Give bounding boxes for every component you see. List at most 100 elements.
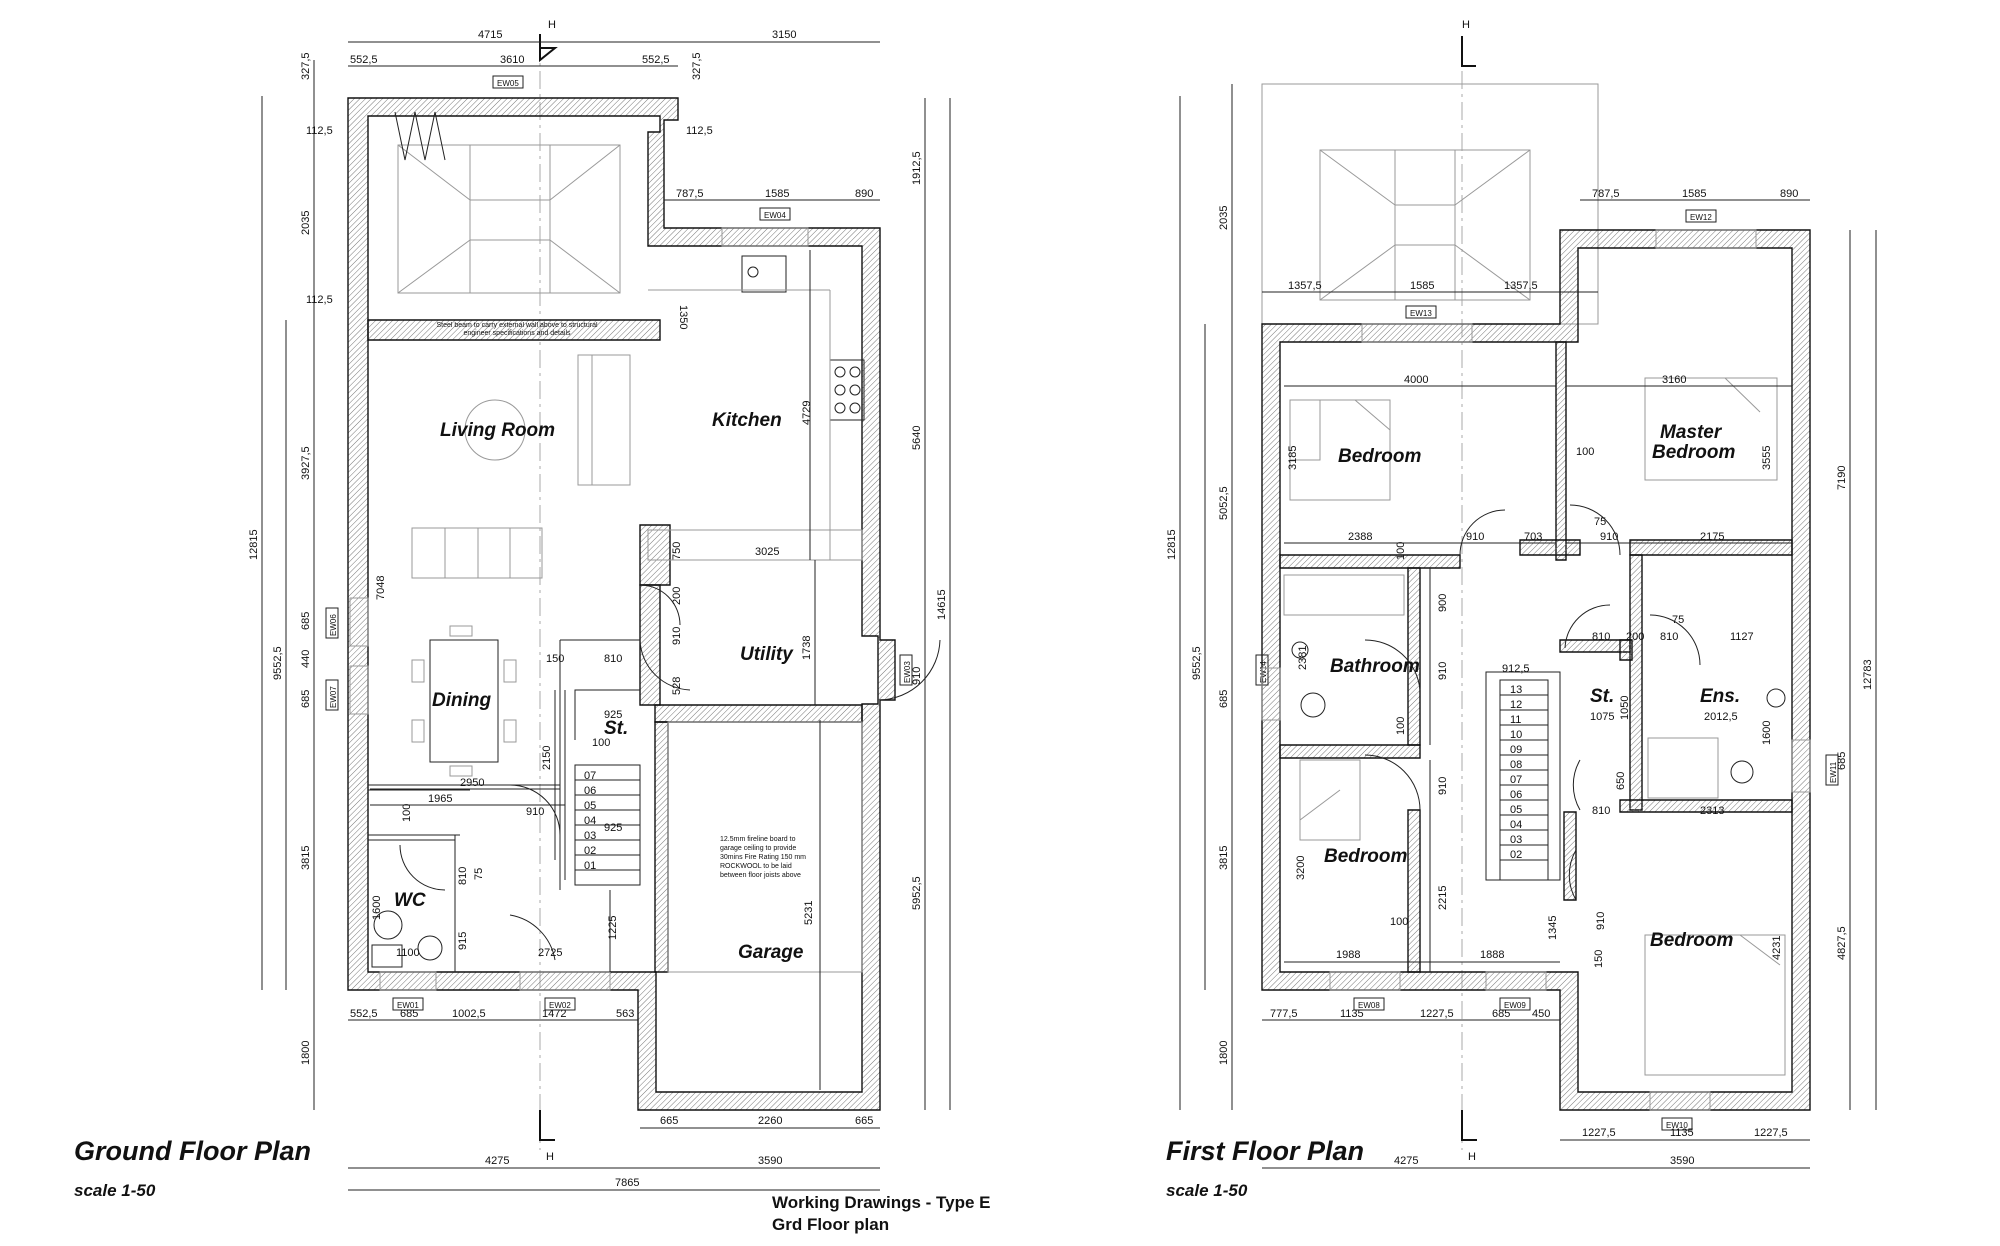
garage-ground [667, 721, 863, 1093]
svg-text:4231: 4231 [1771, 936, 1783, 960]
svg-text:777,5: 777,5 [1270, 1008, 1298, 1020]
section-marker-bottom [539, 1110, 555, 1141]
svg-text:12: 12 [1510, 699, 1522, 711]
svg-text:685: 685 [1218, 690, 1230, 708]
svg-text:685: 685 [1492, 1008, 1510, 1020]
svg-text:3815: 3815 [1218, 846, 1230, 870]
svg-text:685: 685 [400, 1008, 418, 1020]
svg-text:03: 03 [1510, 834, 1522, 846]
first-floor-title: First Floor Plan [1166, 1136, 1364, 1166]
svg-text:3025: 3025 [755, 546, 779, 558]
svg-text:665: 665 [855, 1115, 873, 1127]
ground-floor-title: Ground Floor Plan [74, 1136, 311, 1166]
svg-text:EW14: EW14 [1259, 661, 1268, 683]
roof-lantern-ground [394, 111, 621, 294]
svg-text:2035: 2035 [1218, 206, 1230, 230]
svg-text:910: 910 [1437, 777, 1449, 795]
svg-text:1135: 1135 [1670, 1127, 1694, 1139]
svg-text:3590: 3590 [1670, 1155, 1694, 1167]
svg-text:150: 150 [1593, 950, 1605, 968]
svg-text:1227,5: 1227,5 [1754, 1127, 1788, 1139]
svg-text:4000: 4000 [1404, 374, 1428, 386]
svg-text:3185: 3185 [1287, 446, 1299, 470]
dimension-lines-first [1179, 84, 1877, 1169]
svg-text:925: 925 [604, 822, 622, 834]
svg-text:787,5: 787,5 [1592, 188, 1620, 200]
svg-text:450: 450 [1532, 1008, 1550, 1020]
svg-text:1800: 1800 [300, 1041, 312, 1065]
svg-text:3815: 3815 [300, 846, 312, 870]
svg-text:1738: 1738 [801, 636, 813, 660]
svg-text:4827,5: 4827,5 [1836, 926, 1848, 960]
svg-text:5231: 5231 [803, 901, 815, 925]
svg-text:1227,5: 1227,5 [1582, 1127, 1616, 1139]
svg-text:2725: 2725 [538, 947, 562, 959]
svg-text:910: 910 [1437, 662, 1449, 680]
svg-text:2388: 2388 [1348, 531, 1372, 543]
svg-text:685: 685 [1836, 752, 1848, 770]
svg-text:810: 810 [457, 867, 469, 885]
svg-text:EW03: EW03 [903, 661, 912, 683]
svg-text:EW02: EW02 [549, 1001, 571, 1010]
svg-text:810: 810 [604, 653, 622, 665]
svg-text:1135: 1135 [1340, 1008, 1364, 1020]
svg-text:703: 703 [1524, 531, 1542, 543]
section-marker-bottom-first [1461, 1110, 1477, 1141]
svg-text:1127: 1127 [1730, 631, 1754, 643]
svg-text:02: 02 [1510, 849, 1522, 861]
svg-text:2035: 2035 [300, 211, 312, 235]
svg-text:810: 810 [1660, 631, 1678, 643]
room-utility: Utility [740, 644, 794, 665]
svg-text:112,5: 112,5 [686, 125, 713, 137]
section-label-bottom-first: H [1468, 1151, 1476, 1163]
svg-text:1472: 1472 [542, 1008, 566, 1020]
svg-text:3150: 3150 [772, 29, 796, 41]
svg-text:910: 910 [526, 806, 544, 818]
svg-text:150: 150 [546, 653, 564, 665]
svg-text:810: 810 [1592, 805, 1610, 817]
svg-text:7190: 7190 [1836, 466, 1848, 490]
svg-text:08: 08 [1510, 759, 1522, 771]
svg-text:EW04: EW04 [764, 211, 786, 220]
svg-text:112,5: 112,5 [306, 125, 333, 137]
room-bedroom-3: Bedroom [1650, 930, 1734, 951]
svg-text:563: 563 [616, 1008, 634, 1020]
svg-text:200: 200 [1626, 631, 1644, 643]
svg-text:06: 06 [584, 785, 596, 797]
svg-text:3555: 3555 [1761, 446, 1773, 470]
dimension-lines-ground [261, 41, 951, 1191]
first-floor-plan: H H [1166, 19, 1877, 1200]
svg-text:1800: 1800 [1218, 1041, 1230, 1065]
svg-text:912,5: 912,5 [1502, 663, 1530, 675]
svg-text:75: 75 [1672, 614, 1684, 626]
beam-note: Steel beam to carry external wall above … [436, 322, 597, 337]
svg-text:1345: 1345 [1547, 916, 1559, 940]
svg-text:EW11: EW11 [1829, 761, 1838, 783]
sunroom-roof-first [1261, 83, 1599, 325]
svg-text:09: 09 [1510, 744, 1522, 756]
svg-text:1965: 1965 [428, 793, 452, 805]
room-ensuite: Ens. [1700, 686, 1740, 707]
svg-text:9552,5: 9552,5 [272, 646, 284, 680]
svg-text:910: 910 [671, 627, 683, 645]
external-walls-ground [347, 97, 896, 1111]
room-living: Living Room [440, 420, 555, 441]
svg-text:1585: 1585 [1682, 188, 1706, 200]
svg-text:2175: 2175 [1700, 531, 1724, 543]
svg-text:1002,5: 1002,5 [452, 1008, 486, 1020]
room-master-line2: Bedroom [1652, 442, 1736, 463]
svg-text:EW09: EW09 [1504, 1001, 1526, 1010]
room-garage: Garage [738, 942, 804, 963]
svg-text:06: 06 [1510, 789, 1522, 801]
svg-text:810: 810 [1592, 631, 1610, 643]
svg-text:4715: 4715 [478, 29, 502, 41]
section-label-top-first: H [1462, 19, 1470, 31]
room-master-line1: Master [1660, 422, 1723, 443]
svg-text:552,5: 552,5 [350, 54, 378, 66]
svg-text:04: 04 [1510, 819, 1522, 831]
svg-text:910: 910 [1600, 531, 1618, 543]
svg-text:1075: 1075 [1590, 711, 1614, 723]
svg-text:750: 750 [671, 542, 683, 560]
svg-text:07: 07 [1510, 774, 1522, 786]
room-bedroom-2: Bedroom [1324, 846, 1408, 867]
